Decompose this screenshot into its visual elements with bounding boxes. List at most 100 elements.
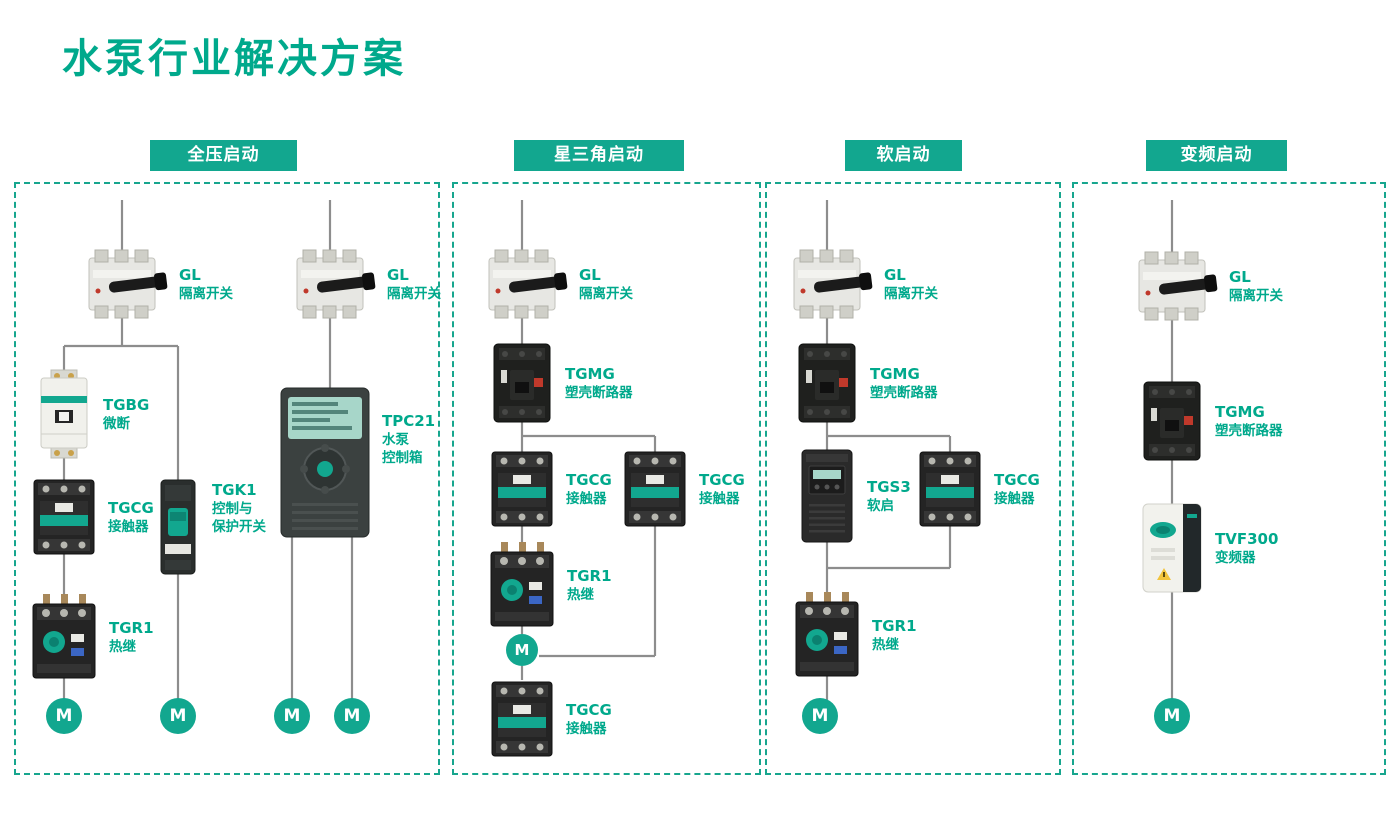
component-model: TGR1	[109, 618, 154, 637]
component-label: TGCG 接触器	[566, 470, 612, 508]
component-model: TVF300	[1215, 529, 1279, 548]
component-model: TGCG	[566, 470, 612, 489]
tgcg-contactor: TGCG 接触器	[916, 446, 1040, 532]
tpc21-pump-control-box: TPC21 水泵 控制箱	[278, 385, 435, 540]
tgr1-thermal-relay-icon	[792, 590, 862, 680]
component-model: TGCG	[108, 498, 154, 517]
tgmg-mccb: TGMG 塑壳断路器	[489, 340, 633, 426]
component-model: GL	[579, 265, 601, 284]
component-name: 塑壳断路器	[565, 385, 633, 402]
component-model: GL	[387, 265, 409, 284]
tpc21-control-box-icon	[278, 385, 372, 540]
panel-star-delta-start	[452, 182, 761, 775]
component-label: TGCG 接触器	[699, 470, 745, 508]
component-name: 接触器	[108, 519, 149, 536]
badge-star-delta-start: 星三角启动	[514, 140, 684, 171]
component-label: TGMG 塑壳断路器	[870, 364, 938, 402]
badge-full-voltage-start: 全压启动	[150, 140, 297, 171]
motor-m: M	[274, 698, 310, 734]
component-name: 变频器	[1215, 550, 1256, 567]
component-name: 微断	[103, 416, 130, 433]
component-label: GL 隔离开关	[579, 265, 633, 303]
component-name: 隔离开关	[1229, 288, 1283, 305]
motor-m: M	[802, 698, 838, 734]
motor-m: M	[160, 698, 196, 734]
component-label: TGBG 微断	[103, 395, 149, 433]
gl-isolator: GL 隔离开关	[483, 246, 633, 322]
component-model: TGS3	[867, 477, 911, 496]
component-label: TGMG 塑壳断路器	[1215, 402, 1283, 440]
tgr1-thermal-relay-icon	[487, 540, 557, 630]
panel-full-voltage-start	[14, 182, 440, 775]
tgcg-contactor-icon	[488, 446, 556, 532]
component-label: TGCG 接触器	[566, 700, 612, 738]
component-name: 热继	[872, 637, 899, 654]
component-name: 接触器	[566, 721, 607, 738]
component-name: 隔离开关	[579, 286, 633, 303]
component-model: TGMG	[870, 364, 920, 383]
component-label: TGCG 接触器	[108, 498, 154, 536]
tgr1-thermal-relay: TGR1 热继	[792, 590, 917, 680]
gl-isolator-icon	[788, 246, 874, 322]
component-model: TGMG	[565, 364, 615, 383]
motor-m: M	[1154, 698, 1190, 734]
gl-isolator: GL 隔离开关	[83, 246, 233, 322]
component-label: TGCG 接触器	[994, 470, 1040, 508]
component-name: 水泵 控制箱	[382, 432, 423, 467]
panel-vfd-start	[1072, 182, 1386, 775]
tgcg-contactor-icon	[621, 446, 689, 532]
component-label: TPC21 水泵 控制箱	[382, 411, 435, 468]
component-label: TGMG 塑壳断路器	[565, 364, 633, 402]
component-name: 软启	[867, 498, 894, 515]
component-name: 接触器	[699, 491, 740, 508]
component-label: GL 隔离开关	[387, 265, 441, 303]
component-model: TGK1	[212, 481, 257, 499]
component-name: 热继	[567, 587, 594, 604]
component-name: 控制与 保护开关	[212, 501, 266, 536]
tvf300-inverter-icon	[1139, 500, 1205, 596]
gl-isolator-icon	[291, 246, 377, 322]
component-name: 隔离开关	[387, 286, 441, 303]
component-label: TGS3 软启	[867, 477, 911, 515]
motor-m: M	[46, 698, 82, 734]
component-label: TGR1 热继	[872, 616, 917, 654]
tgs3-soft-starter-icon	[797, 446, 857, 546]
component-model: TPC21	[382, 412, 436, 430]
gl-isolator-icon	[1133, 248, 1219, 324]
page-title: 水泵行业解决方案	[62, 36, 406, 82]
component-model: TGR1	[567, 566, 612, 585]
tgcg-contactor-icon	[30, 474, 98, 560]
component-label: TGR1 热继	[567, 566, 612, 604]
gl-isolator: GL 隔离开关	[1133, 248, 1283, 324]
tgr1-thermal-relay: TGR1 热继	[487, 540, 612, 630]
component-model: TGBG	[103, 395, 150, 414]
tgk1-control-switch: TGK1 控制与 保护开关	[154, 476, 266, 578]
badge-soft-start: 软启动	[845, 140, 962, 171]
tgmg-mccb: TGMG 塑壳断路器	[794, 340, 938, 426]
component-name: 隔离开关	[884, 286, 938, 303]
component-label: TGR1 热继	[109, 618, 154, 656]
tgbg-breaker: TGBG 微断	[35, 368, 149, 460]
component-label: GL 隔离开关	[179, 265, 233, 303]
component-model: TGR1	[872, 616, 917, 635]
tvf300-inverter: TVF300 变频器	[1139, 500, 1278, 596]
component-name: 隔离开关	[179, 286, 233, 303]
gl-isolator: GL 隔离开关	[788, 246, 938, 322]
motor-m: M	[506, 634, 538, 666]
component-model: TGCG	[566, 700, 612, 719]
component-label: TVF300 变频器	[1215, 529, 1278, 567]
tgmg-mccb-icon	[1139, 378, 1205, 464]
tgcg-contactor-icon	[916, 446, 984, 532]
component-label: TGK1 控制与 保护开关	[212, 480, 266, 537]
gl-isolator-icon	[483, 246, 569, 322]
panel-soft-start	[765, 182, 1061, 775]
component-model: TGMG	[1215, 402, 1265, 421]
tgr1-thermal-relay-icon	[29, 592, 99, 682]
gl-isolator-icon	[83, 246, 169, 322]
component-name: 热继	[109, 639, 136, 656]
tgcg-contactor: TGCG 接触器	[621, 446, 745, 532]
motor-m: M	[334, 698, 370, 734]
component-model: GL	[179, 265, 201, 284]
component-name: 接触器	[994, 491, 1035, 508]
component-name: 塑壳断路器	[870, 385, 938, 402]
